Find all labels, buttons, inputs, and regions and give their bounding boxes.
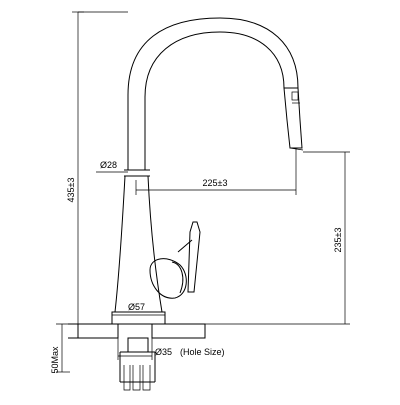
dimension-hole-size: Ø35 (Hole Size) — [117, 338, 225, 360]
countertop — [68, 323, 206, 339]
label-hole-size: Ø35 — [155, 347, 172, 357]
label-spout-diameter: Ø28 — [100, 160, 117, 170]
spray-button — [291, 91, 299, 101]
label-overall-height: 435±3 — [66, 178, 76, 203]
label-spout-height: 235±3 — [333, 228, 343, 253]
dimension-overall-height: 435±3 — [66, 11, 128, 324]
dimension-base-diameter: Ø57 — [112, 302, 165, 316]
dimension-spout-height: 235±3 — [205, 151, 350, 325]
label-base-diameter: Ø57 — [128, 302, 145, 312]
dimension-max-deck-thickness: 50Max — [50, 323, 78, 374]
dimension-spout-diameter: Ø28 — [96, 160, 128, 173]
label-spout-reach: 225±3 — [203, 178, 228, 188]
dimension-spout-reach: 225±3 — [135, 148, 297, 195]
label-hole-size-note: (Hole Size) — [180, 347, 225, 357]
label-max-deck-thickness: 50Max — [50, 346, 60, 374]
mounting-nut — [127, 337, 149, 353]
faucet-body — [111, 17, 304, 391]
